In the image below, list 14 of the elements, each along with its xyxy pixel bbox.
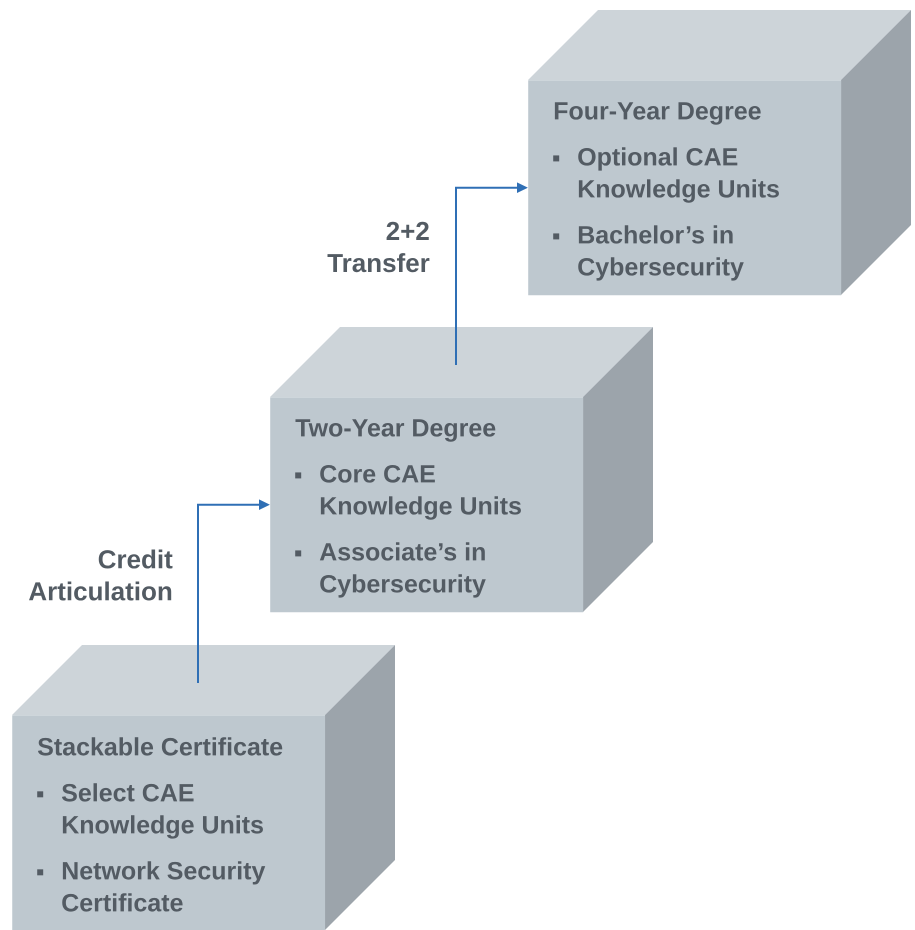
bullet-text: Bachelor’s in Cybersecurity (578, 225, 744, 281)
bullet-text: Core CAE Knowledge Units (320, 464, 521, 520)
edge-label: 2+2 Transfer (328, 222, 430, 272)
edge-label: Credit Articulation (29, 549, 172, 601)
cube-front-face (270, 397, 584, 612)
cube-front-face (528, 80, 842, 296)
bullet-text: Select CAE Knowledge Units (62, 783, 263, 839)
bullet-text: Associate’s in Cybersecurity (320, 542, 486, 598)
bullet-text: Network Security Certificate (62, 861, 266, 912)
box-heading: Stackable Certificate (38, 737, 282, 756)
box-heading: Four-Year Degree (554, 102, 761, 125)
box-heading: Two-Year Degree (295, 419, 496, 442)
cube-front-face (12, 715, 326, 930)
bullet-text: Optional CAE Knowledge Units (578, 147, 779, 203)
